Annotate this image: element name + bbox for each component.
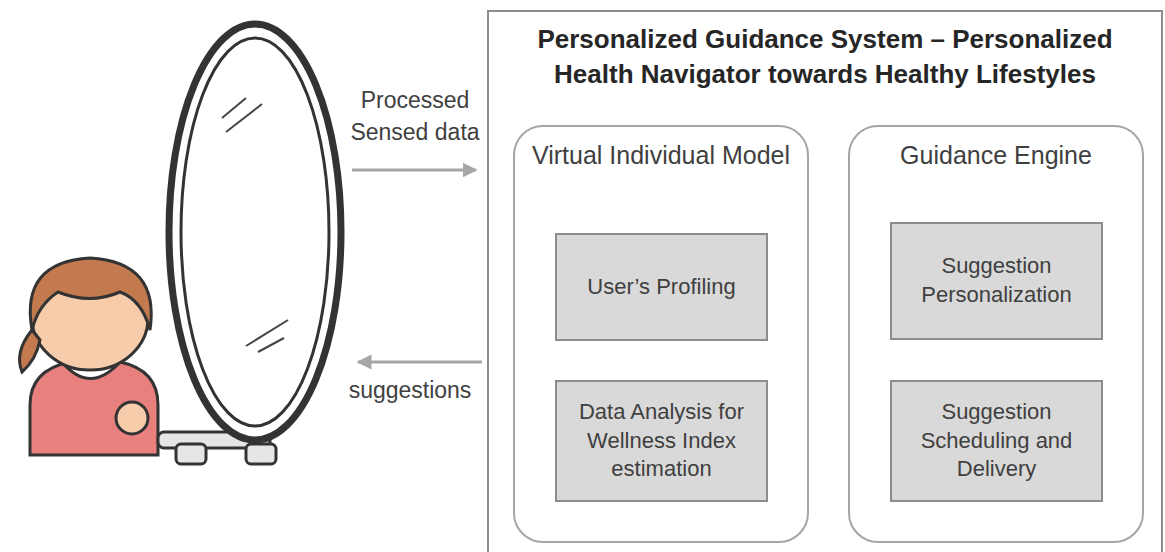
system-box: Personalized Guidance System – Personali… [487, 10, 1163, 552]
group-heading: Guidance Engine [860, 139, 1132, 173]
process-box: Suggestion Personalization [890, 222, 1103, 340]
flow-label: suggestions [334, 374, 486, 406]
box-label: Suggestion Personalization [902, 252, 1091, 309]
process-box: User’s Profiling [555, 233, 768, 341]
input-arrow [352, 169, 476, 172]
group-box: Guidance EngineSuggestion Personalizatio… [848, 125, 1144, 543]
mirror-figure [158, 24, 341, 464]
person-figure [20, 258, 158, 455]
box-label: Suggestion Scheduling and Delivery [902, 398, 1091, 484]
box-label: Data Analysis for Wellness Index estimat… [567, 398, 756, 484]
box-label: User’s Profiling [587, 273, 735, 302]
process-box: Data Analysis for Wellness Index estimat… [555, 380, 768, 502]
output-arrow [358, 361, 482, 364]
group-heading: Virtual Individual Model [525, 139, 797, 173]
flow-label: Processed Sensed data [348, 84, 482, 148]
process-box: Suggestion Scheduling and Delivery [890, 380, 1103, 502]
group-box: Virtual Individual ModelUser’s Profiling… [513, 125, 809, 543]
system-title: Personalized Guidance System – Personali… [503, 22, 1147, 92]
